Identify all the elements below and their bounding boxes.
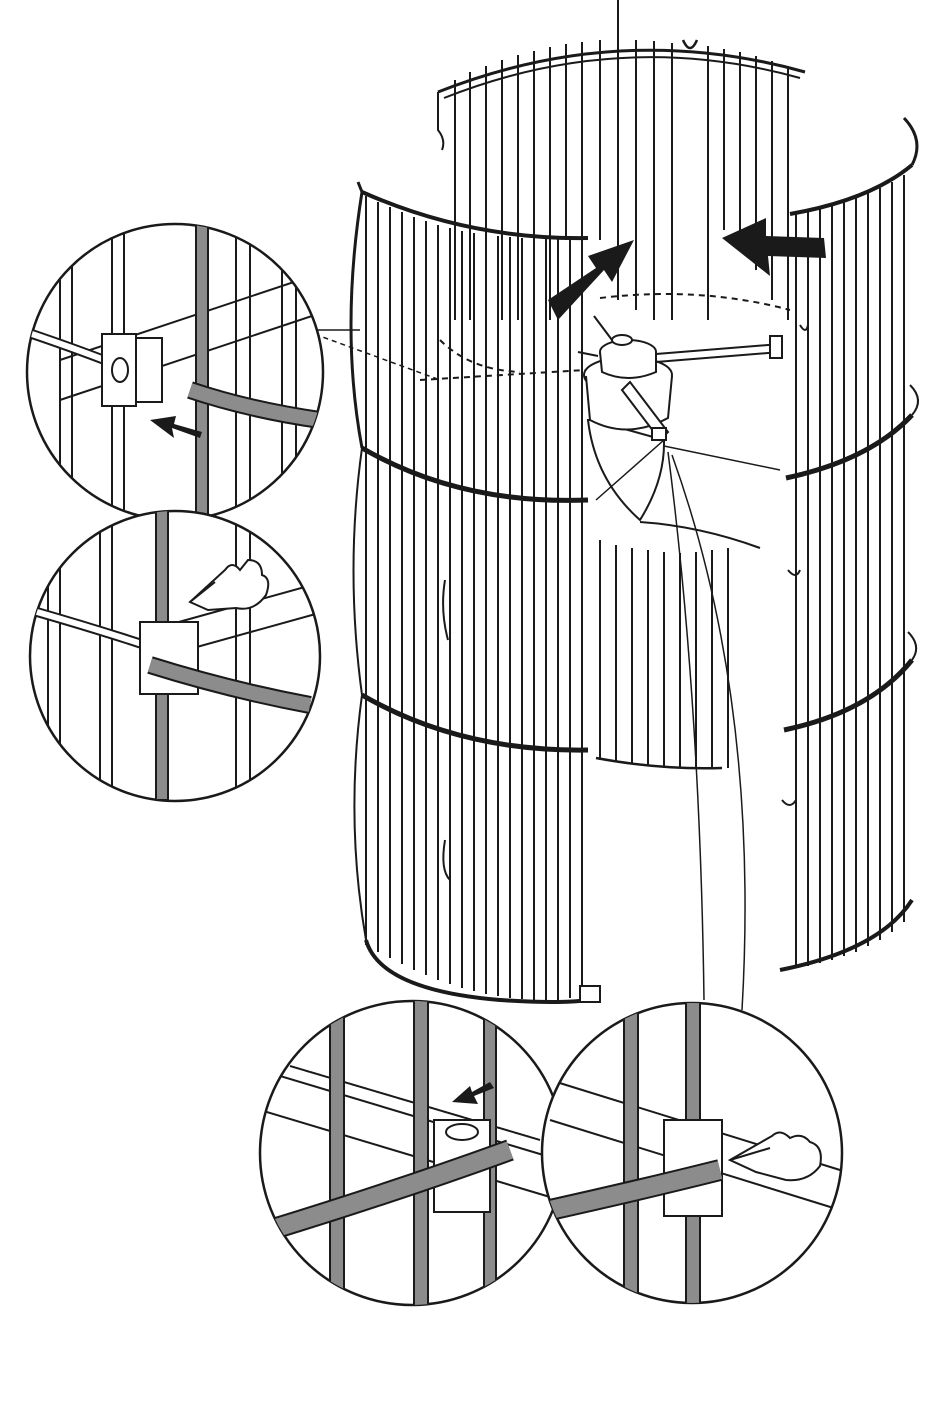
- detail-bottom-slide: [260, 1000, 564, 1310]
- leader-lines: [298, 328, 780, 1010]
- push-arrow-icon: [548, 240, 634, 320]
- detail-clip-slide: [20, 220, 330, 530]
- detail-bottom-press: [542, 1000, 842, 1310]
- push-arrow-icon: [722, 218, 826, 276]
- detail-clip-press: [30, 510, 330, 801]
